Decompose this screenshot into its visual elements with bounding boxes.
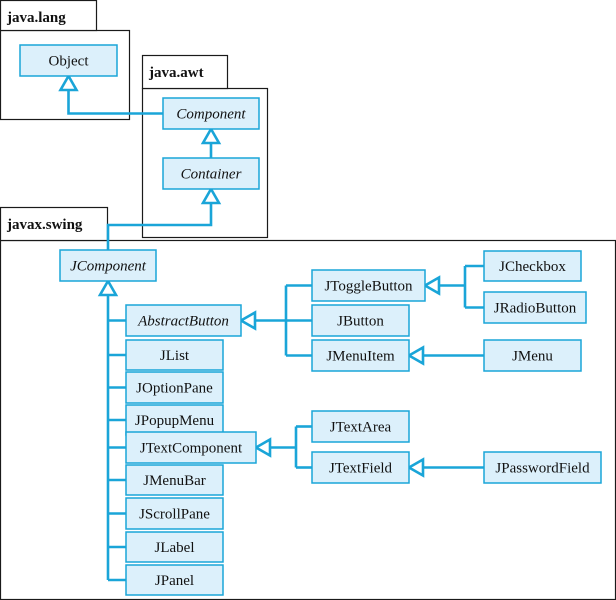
package-label: javax.swing — [6, 217, 83, 233]
class-joptionpane: JOptionPane — [125, 371, 224, 404]
class-box — [125, 339, 224, 371]
class-box — [311, 339, 410, 372]
class-abstractbutton: AbstractButton — [125, 304, 242, 337]
class-box — [125, 304, 242, 337]
class-label: JTextField — [329, 461, 393, 477]
class-box — [483, 339, 582, 372]
class-box — [19, 44, 118, 77]
class-box — [125, 371, 224, 404]
class-label: JToggleButton — [324, 279, 413, 295]
package-tab — [0, 0, 98, 32]
class-box — [162, 97, 260, 130]
edges-layer — [58, 73, 484, 582]
class-jlabel: JLabel — [125, 531, 224, 563]
class-jlist: JList — [125, 339, 224, 371]
class-box — [311, 304, 410, 337]
class-box — [483, 451, 602, 484]
class-jtextcomponent: JTextComponent — [125, 431, 257, 464]
class-jtextfield: JTextField — [311, 451, 410, 484]
class-label: JMenu — [512, 349, 553, 365]
class-box — [311, 451, 410, 484]
class-label: JCheckbox — [499, 259, 566, 275]
class-component: Component — [162, 97, 260, 130]
class-jpanel: JPanel — [125, 564, 224, 596]
class-jmenubar: JMenuBar — [125, 464, 224, 496]
class-label: JList — [160, 348, 190, 364]
class-box — [125, 431, 257, 464]
package-java-awt: java.awt — [141, 54, 269, 239]
package-label: java.awt — [148, 65, 204, 81]
class-label: Container — [181, 167, 242, 183]
class-box — [311, 269, 426, 302]
class-label: JMenuItem — [326, 349, 395, 365]
class-label: JLabel — [155, 540, 195, 556]
class-box — [125, 464, 224, 496]
class-label: JPopupMenu — [135, 413, 215, 429]
package-tab — [141, 54, 229, 90]
class-label: AbstractButton — [137, 314, 229, 330]
inherits-line-jcomponent-container — [106, 203, 213, 250]
class-jpasswordfield: JPasswordField — [483, 451, 602, 484]
class-jcheckbox: JCheckbox — [483, 250, 582, 282]
class-label: Object — [49, 54, 90, 70]
class-object: Object — [19, 44, 118, 77]
class-label: JTextArea — [330, 420, 392, 436]
class-label: JTextComponent — [140, 441, 243, 457]
class-jtextarea: JTextArea — [311, 410, 410, 443]
class-label: JOptionPane — [136, 381, 213, 397]
class-label: JComponent — [70, 259, 147, 275]
class-box — [59, 249, 157, 282]
class-label: JPasswordField — [495, 461, 590, 477]
class-jcomponent: JComponent — [59, 249, 157, 282]
class-jtogglebutton: JToggleButton — [311, 269, 426, 302]
classes-layer: ObjectComponentContainerJComponentAbstra… — [19, 44, 602, 596]
class-box — [125, 497, 224, 530]
class-jbutton: JButton — [311, 304, 410, 337]
class-label: JRadioButton — [494, 301, 577, 317]
class-label: JScrollPane — [139, 507, 210, 523]
class-label: JPanel — [155, 573, 194, 589]
class-jradiobutton: JRadioButton — [483, 291, 587, 324]
package-tab — [0, 206, 109, 242]
class-label: JButton — [337, 314, 384, 330]
class-jmenuitem: JMenuItem — [311, 339, 410, 372]
class-container: Container — [162, 157, 260, 190]
class-jmenu: JMenu — [483, 339, 582, 372]
class-jpopupmenu: JPopupMenu — [125, 404, 224, 436]
class-box — [125, 564, 224, 596]
class-box — [162, 157, 260, 190]
package-label: java.lang — [6, 10, 66, 26]
class-box — [311, 410, 410, 443]
inherits-line-component-object — [67, 90, 163, 115]
class-box — [483, 291, 587, 324]
class-box — [125, 531, 224, 563]
class-box — [483, 250, 582, 282]
class-jscrollpane: JScrollPane — [125, 497, 224, 530]
class-label: JMenuBar — [143, 473, 206, 489]
class-label: Component — [176, 107, 246, 123]
